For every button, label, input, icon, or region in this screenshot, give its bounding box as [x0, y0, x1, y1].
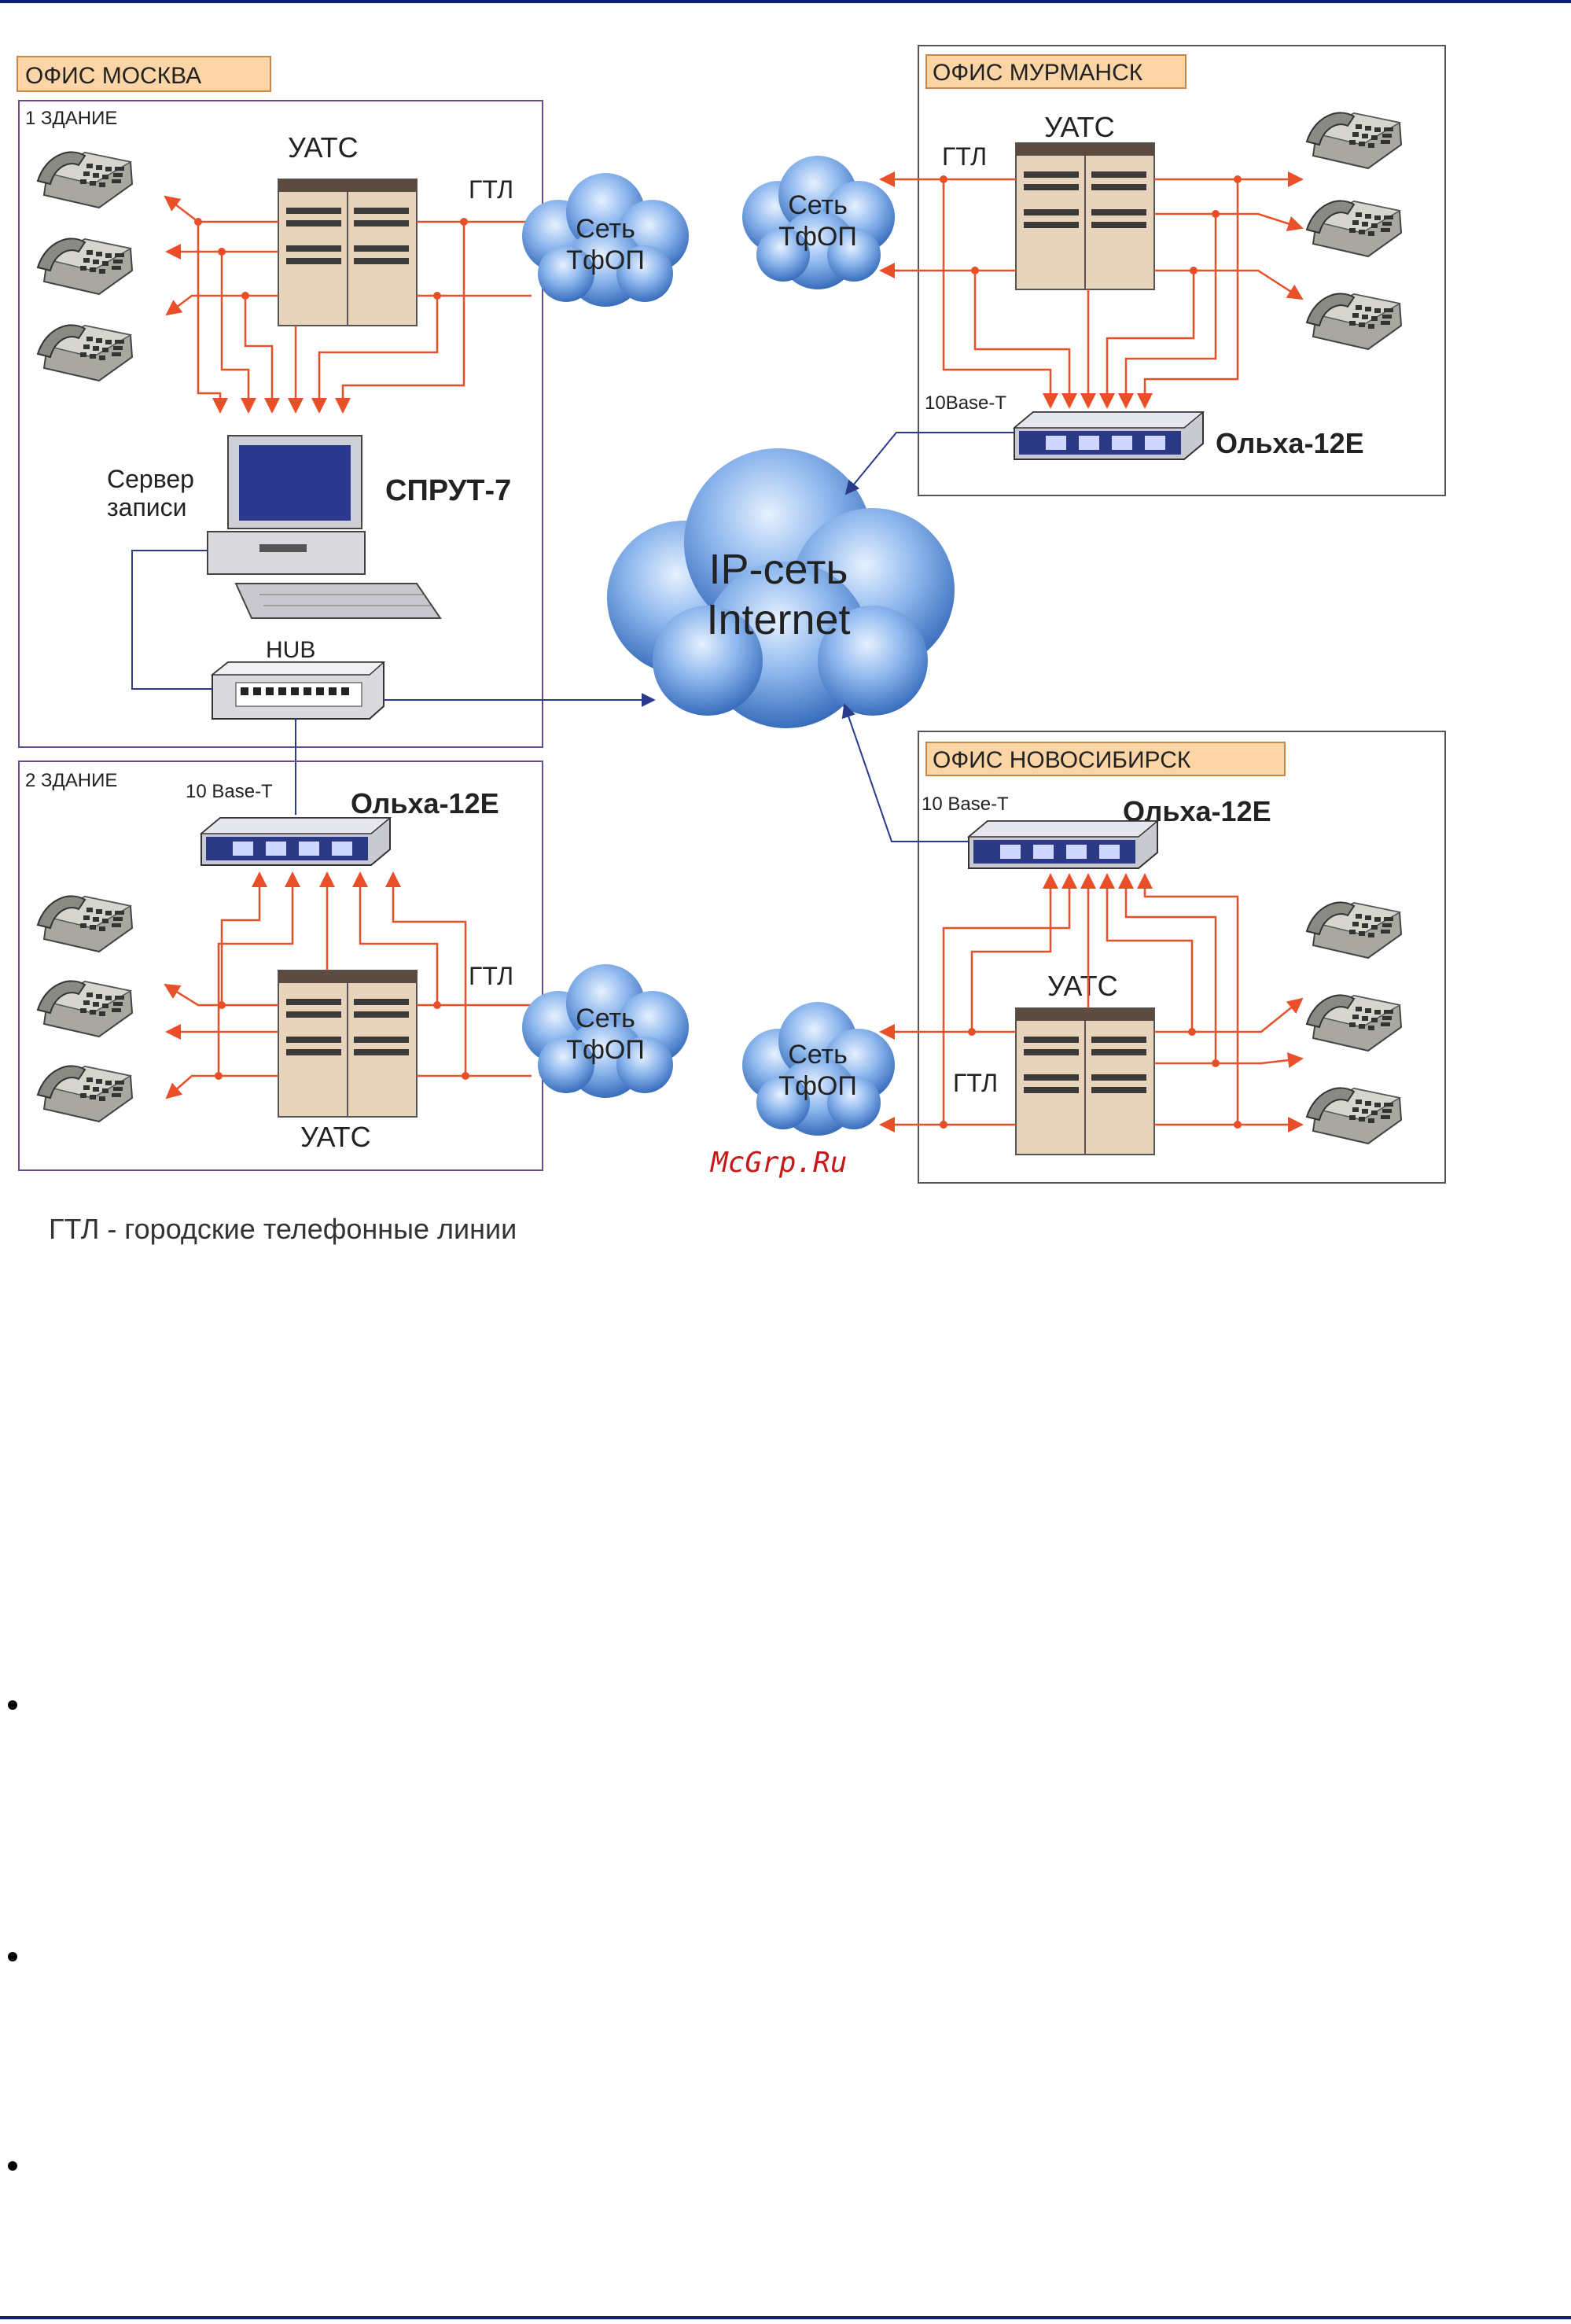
- hub-device: [212, 662, 384, 719]
- olha-moscow-device: [201, 818, 390, 865]
- phone-icon: [1307, 293, 1401, 349]
- gtl-murmansk-label: ГТЛ: [942, 142, 987, 171]
- phone-icon: [38, 238, 132, 294]
- olha-murmansk-label: Ольха-12E: [1216, 427, 1364, 459]
- phone-icon: [38, 325, 132, 381]
- olha-murmansk-device: [1014, 412, 1203, 459]
- gtl-moscow-1-label: ГТЛ: [469, 175, 513, 204]
- novosibirsk-title: ОФИС НОВОСИБИРСК: [933, 747, 1191, 773]
- pbx-murmansk: [1016, 143, 1154, 289]
- phone-icon: [38, 896, 132, 952]
- list-bullet: [8, 1952, 17, 1961]
- moscow-office-title: ОФИС МОСКВА: [25, 63, 201, 89]
- gtl-moscow-2-label: ГТЛ: [469, 962, 513, 990]
- list-bullet: [8, 1700, 17, 1710]
- pstn-novosibirsk-line2: ТфОП: [778, 1071, 857, 1101]
- gtl-novosibirsk-label: ГТЛ: [953, 1069, 998, 1097]
- server-label-line1: Сервер: [107, 465, 194, 493]
- pbx-murmansk-label: УАТС: [1044, 111, 1115, 143]
- pbx-moscow-1: [278, 179, 417, 326]
- pbx-novosibirsk: [1016, 1008, 1154, 1155]
- pstn-moscow-2-line1: Сеть: [576, 1004, 635, 1033]
- murmansk-title: ОФИС МУРМАНСК: [933, 60, 1143, 86]
- building1-label: 1 ЗДАНИЕ: [25, 108, 117, 129]
- pstn-murmansk-line2: ТфОП: [778, 222, 857, 252]
- base-t-murmansk-label: 10Base-T: [925, 392, 1006, 414]
- olha-novosibirsk-device: [969, 821, 1157, 868]
- phone-icon: [38, 981, 132, 1037]
- phone-icon: [1307, 902, 1401, 958]
- pbx-novosibirsk-label: УАТС: [1047, 970, 1118, 1002]
- pstn-moscow-1-line2: ТфОП: [566, 245, 645, 275]
- product-name: СПРУТ-7: [385, 474, 511, 507]
- phone-icon: [1307, 995, 1401, 1051]
- murmansk-uplink: [846, 433, 1014, 494]
- recording-server: [208, 436, 440, 618]
- pstn-moscow-2-line2: ТфОП: [566, 1035, 645, 1065]
- phone-icon: [1307, 112, 1401, 168]
- footnote: ГТЛ - городские телефонные линии: [49, 1213, 517, 1246]
- hub-label: HUB: [266, 637, 315, 663]
- pstn-murmansk-line1: Сеть: [788, 190, 848, 220]
- watermark: McGrp.Ru: [709, 1147, 847, 1179]
- olha-moscow-label: Ольха-12E: [351, 787, 499, 819]
- pstn-moscow-1-line1: Сеть: [576, 214, 635, 244]
- internet-line1: IP-сеть: [708, 546, 848, 593]
- phone-icon: [1307, 201, 1401, 256]
- pbx-moscow-2: [278, 970, 417, 1117]
- pbx-moscow-2-label: УАТС: [300, 1121, 371, 1153]
- network-diagram: ОФИС МОСКВА 1 ЗДАНИЕ УАТС ГТЛ Сеть ТфОП: [0, 0, 1571, 1290]
- base-t-moscow-label: 10 Base-T: [186, 781, 273, 802]
- building2-label: 2 ЗДАНИЕ: [25, 770, 117, 791]
- phone-icon: [38, 152, 132, 208]
- bottom-rule: [0, 2316, 1571, 2319]
- pbx-moscow-1-label: УАТС: [288, 131, 359, 164]
- base-t-novosibirsk-label: 10 Base-T: [922, 794, 1009, 815]
- phone-icon: [38, 1066, 132, 1121]
- phone-icon: [1307, 1088, 1401, 1144]
- server-label-line2: записи: [107, 493, 187, 521]
- internet-line2: Internet: [706, 596, 850, 643]
- list-bullet: [8, 2161, 17, 2171]
- pstn-novosibirsk-line1: Сеть: [788, 1040, 848, 1070]
